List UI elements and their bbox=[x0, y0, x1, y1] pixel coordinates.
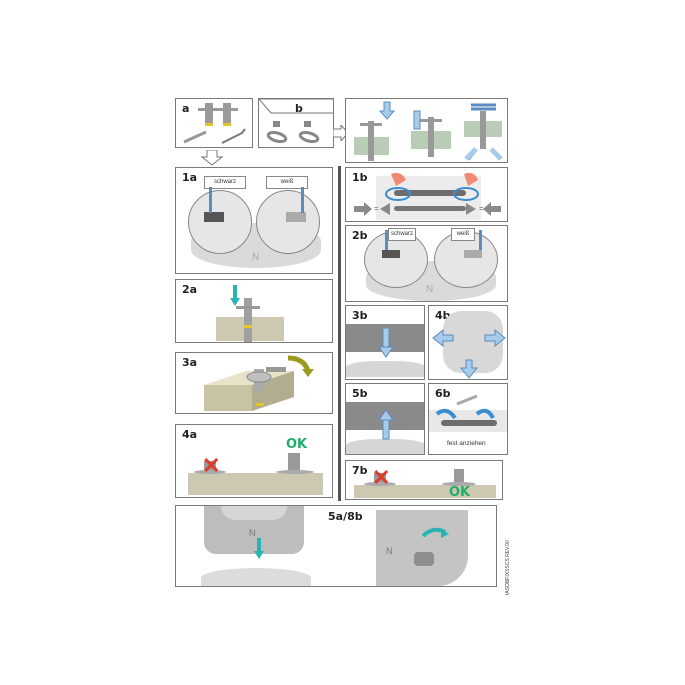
panel-4b: 4b bbox=[428, 305, 508, 380]
arrow-down-icon bbox=[201, 150, 223, 166]
panel-label: 5b bbox=[352, 387, 368, 400]
seat-letter-closeup: N bbox=[386, 546, 393, 556]
blue-arrow-icon bbox=[209, 187, 212, 213]
panel-3b: 3b bbox=[345, 305, 425, 380]
bolts-icon bbox=[183, 103, 246, 144]
panel-label: 2b bbox=[352, 229, 368, 242]
tag-weiss: weiß bbox=[451, 228, 475, 241]
panel-4a: 4a ✕ OK bbox=[175, 424, 333, 498]
equals-left: = bbox=[374, 204, 379, 213]
panel-6b: 6b fest anziehen bbox=[428, 383, 508, 455]
equals-right: = bbox=[479, 204, 484, 213]
blue-arrow-icon bbox=[301, 187, 304, 213]
arrow-down-icon bbox=[254, 538, 264, 559]
panel-label: 6b bbox=[435, 387, 451, 400]
revision-code: IASOBFIXSSCS REV.00 bbox=[505, 540, 511, 595]
tag-weiss: weiß bbox=[266, 176, 308, 189]
panel-label: 3b bbox=[352, 309, 368, 322]
seat-letter: N bbox=[249, 528, 256, 538]
arrow-down-icon bbox=[230, 285, 240, 306]
seat-letter: N bbox=[252, 252, 260, 263]
hand-rotate-icons bbox=[354, 172, 501, 216]
seat-hinge-bar bbox=[394, 190, 466, 196]
panel-1b: 1b = = bbox=[345, 167, 508, 222]
panel-2b: 2b schwarz weiß N bbox=[345, 225, 508, 302]
panel-label: 2a bbox=[182, 283, 198, 296]
panel-label: 3a bbox=[182, 356, 198, 369]
arrow-right-icon bbox=[333, 125, 349, 141]
seat-lid-illustration bbox=[443, 311, 503, 373]
caption-fest-anziehen: fest anziehen bbox=[447, 440, 486, 447]
nuts-washers-icon bbox=[259, 99, 333, 144]
panel-label: 4a bbox=[182, 428, 198, 441]
bolt-illustration bbox=[244, 298, 252, 342]
bolt-steps-illustration bbox=[354, 101, 503, 161]
tighten-arrows-icon bbox=[435, 394, 495, 420]
ok-label: OK bbox=[286, 437, 308, 452]
arrows-out-icon bbox=[432, 328, 506, 379]
arrow-up-icon bbox=[379, 410, 393, 440]
column-divider bbox=[338, 166, 341, 501]
panel-2a: 2a bbox=[175, 279, 333, 343]
panel-a: a bbox=[175, 98, 253, 148]
panel-5a8b: 5a/8b N N bbox=[175, 505, 497, 587]
panel-label: a bbox=[182, 102, 190, 115]
panel-label: b bbox=[295, 102, 303, 115]
panel-label: 7b bbox=[352, 464, 368, 477]
tag-schwarz: schwarz bbox=[388, 228, 416, 241]
seat-letter: N bbox=[426, 284, 434, 295]
panel-bolt-steps bbox=[345, 98, 508, 163]
blue-arrow-icon bbox=[385, 230, 388, 250]
panel-label: 5a/8b bbox=[328, 510, 363, 523]
arrow-down-icon bbox=[379, 328, 393, 358]
blue-arrow-icon bbox=[479, 230, 482, 250]
cross-wrong-icon: ✕ bbox=[372, 465, 391, 490]
panel-7b: 7b ✕ OK bbox=[345, 460, 503, 500]
panel-label: 1a bbox=[182, 171, 198, 184]
tag-schwarz: schwarz bbox=[204, 176, 246, 189]
hinge-bar bbox=[441, 420, 497, 426]
panel-b: b bbox=[258, 98, 334, 148]
panel-3a: 3a bbox=[175, 352, 333, 414]
wrench-tighten-illustration bbox=[204, 355, 314, 411]
zoom-circle-left bbox=[188, 190, 252, 254]
ok-label: OK bbox=[449, 485, 471, 500]
panel-label: 1b bbox=[352, 171, 368, 184]
panel-5b: 5b bbox=[345, 383, 425, 455]
hinge-closeup-illustration bbox=[376, 510, 468, 586]
rotate-arrow-icon bbox=[421, 527, 449, 538]
panel-1a: 1a schwarz weiß N bbox=[175, 167, 333, 274]
cross-wrong-icon: ✕ bbox=[202, 453, 221, 478]
zoom-circle-right bbox=[256, 190, 320, 254]
